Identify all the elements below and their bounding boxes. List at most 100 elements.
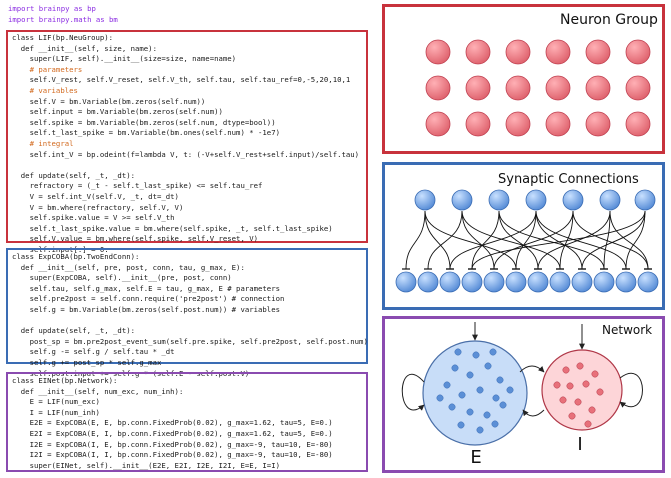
post-neuron xyxy=(417,271,439,293)
code-line: def __init__(self, size, name): xyxy=(12,43,157,53)
code-line: I2I = ExpCOBA(I, I, bp.conn.FixedProb(0.… xyxy=(12,450,333,460)
e-neuron-dot xyxy=(491,420,499,428)
synapse-line xyxy=(461,210,561,270)
post-neuron xyxy=(505,271,527,293)
code-line: self.tau, self.g_max, self.E = tau, g_ma… xyxy=(12,283,280,293)
pre-neuron xyxy=(488,189,510,211)
neuron xyxy=(505,75,531,101)
synapse-line xyxy=(498,210,605,270)
synapse-line xyxy=(609,210,649,270)
e-neuron-dot xyxy=(443,381,451,389)
post-neuron xyxy=(549,271,571,293)
network-title: Network xyxy=(602,323,653,337)
i-neuron-dot xyxy=(596,388,604,396)
synapse-line xyxy=(471,210,500,270)
i-neuron-dot xyxy=(553,381,561,389)
post-neuron xyxy=(527,271,549,293)
code-line: self.g += post_sp * self.g_max xyxy=(12,357,162,367)
i-neuron-dot xyxy=(562,366,570,374)
i-neuron-dot xyxy=(588,406,596,414)
code-line: class LIF(bp.NeuGroup): xyxy=(12,33,114,42)
network-diagram xyxy=(401,322,643,446)
synapse-line xyxy=(449,210,537,270)
neuron-group-title: Neuron Group xyxy=(560,12,658,28)
network-panel xyxy=(382,316,665,473)
code-line: # parameters xyxy=(12,64,83,74)
code-line: V = bm.where(refractory, self.V, V) xyxy=(12,202,184,212)
synapse-line xyxy=(498,210,539,270)
neuron xyxy=(585,111,611,137)
e-neuron-dot xyxy=(483,411,491,419)
synapse-line xyxy=(471,210,646,270)
i-neuron-dot xyxy=(566,382,574,390)
code-line: super(LIF, self).__init__(size=size, nam… xyxy=(12,54,237,64)
e-neuron-dot xyxy=(457,421,465,429)
code-line: E = LIF(num_exc) xyxy=(12,397,100,407)
code-line: self.input = bm.Variable(bm.zeros(self.n… xyxy=(12,107,223,117)
lif-code-panel xyxy=(6,30,368,243)
code-line: self.V_rest, self.V_reset, self.V_th, se… xyxy=(12,75,351,85)
pre-neuron xyxy=(451,189,473,211)
i-neuron-dot xyxy=(591,370,599,378)
e-neuron-dot xyxy=(492,394,500,402)
code-line: self.g = bm.Variable(bm.zeros(self.post.… xyxy=(12,304,280,314)
code-line: I2E = ExpCOBA(I, E, bp.conn.FixedProb(0.… xyxy=(12,439,333,449)
code-line: super(ExpCOBA, self).__init__(pre, post,… xyxy=(12,273,232,283)
import-line: import brainpy.math as bm xyxy=(8,14,118,24)
i-to-e-arrow xyxy=(522,409,545,417)
neuron xyxy=(625,39,651,65)
i-self-loop xyxy=(619,372,643,408)
i-neuron-dot xyxy=(574,398,582,406)
code-line: self.V = bm.Variable(bm.zeros(self.num)) xyxy=(12,96,206,106)
lif-code: class LIF(bp.NeuGroup): def __init__(sel… xyxy=(12,33,359,255)
neuron xyxy=(465,75,491,101)
einet-code: class EINet(bp.Network): def __init__(se… xyxy=(12,376,333,471)
code-line: refractory = (_t - self.t_last_spike) <=… xyxy=(12,181,263,191)
synapse-line xyxy=(559,210,574,270)
code-line: super(EINet, self).__init__(E2E, E2I, I2… xyxy=(12,460,280,470)
e-neuron-dot xyxy=(476,426,484,434)
e-neuron-dot xyxy=(466,371,474,379)
neuron xyxy=(425,39,451,65)
synapse-line xyxy=(603,210,611,270)
e-neuron-dot xyxy=(451,364,459,372)
einet-code-panel xyxy=(6,372,368,472)
synapse-line xyxy=(493,210,574,270)
e-neuron-dot xyxy=(458,391,466,399)
code-line: self.pre2post = self.conn.require('pre2p… xyxy=(12,294,285,304)
code-line: self.g -= self.g / self.tau * _dt xyxy=(12,347,175,357)
i-neuron-dot xyxy=(576,362,584,370)
population-i xyxy=(541,349,623,431)
label-i: I xyxy=(577,434,582,455)
e-to-i-arrow xyxy=(519,365,545,373)
i-neuron-dot xyxy=(559,396,567,404)
code-line: post_sp = bm.pre2post_event_sum(self.pre… xyxy=(12,336,368,346)
synapse-line xyxy=(424,210,451,270)
code-line: # variables xyxy=(12,85,78,95)
synapse-line xyxy=(424,210,517,270)
synapse-line xyxy=(461,210,495,270)
e-self-loop xyxy=(401,373,425,411)
neuron xyxy=(625,75,651,101)
neuron xyxy=(585,39,611,65)
code-line: self.int_V = bp.odeint(f=lambda V, t: (-… xyxy=(12,149,360,159)
population-e xyxy=(422,340,528,446)
e-neuron-dot xyxy=(436,394,444,402)
synapse-line xyxy=(405,210,426,270)
neuron xyxy=(545,39,571,65)
synapse-line xyxy=(427,210,463,270)
code-line: E2I = ExpCOBA(E, I, bp.conn.FixedProb(0.… xyxy=(12,428,333,438)
post-neuron xyxy=(637,271,659,293)
code-line: self.spike = bm.Variable(bm.zeros(self.n… xyxy=(12,117,276,127)
i-neuron-dot xyxy=(584,420,592,428)
e-neuron-dot xyxy=(466,408,474,416)
neuron xyxy=(465,111,491,137)
code-line: def __init__(self, pre, post, conn, tau,… xyxy=(12,262,245,272)
synapse-line xyxy=(535,210,627,270)
neuron-group-neurons xyxy=(425,39,651,137)
code-line: self.t_last_spike = bm.Variable(bm.ones(… xyxy=(12,128,280,138)
code-line: class ExpCOBA(bp.TwoEndConn): xyxy=(12,252,140,261)
pre-neuron xyxy=(562,189,584,211)
neuron xyxy=(585,75,611,101)
